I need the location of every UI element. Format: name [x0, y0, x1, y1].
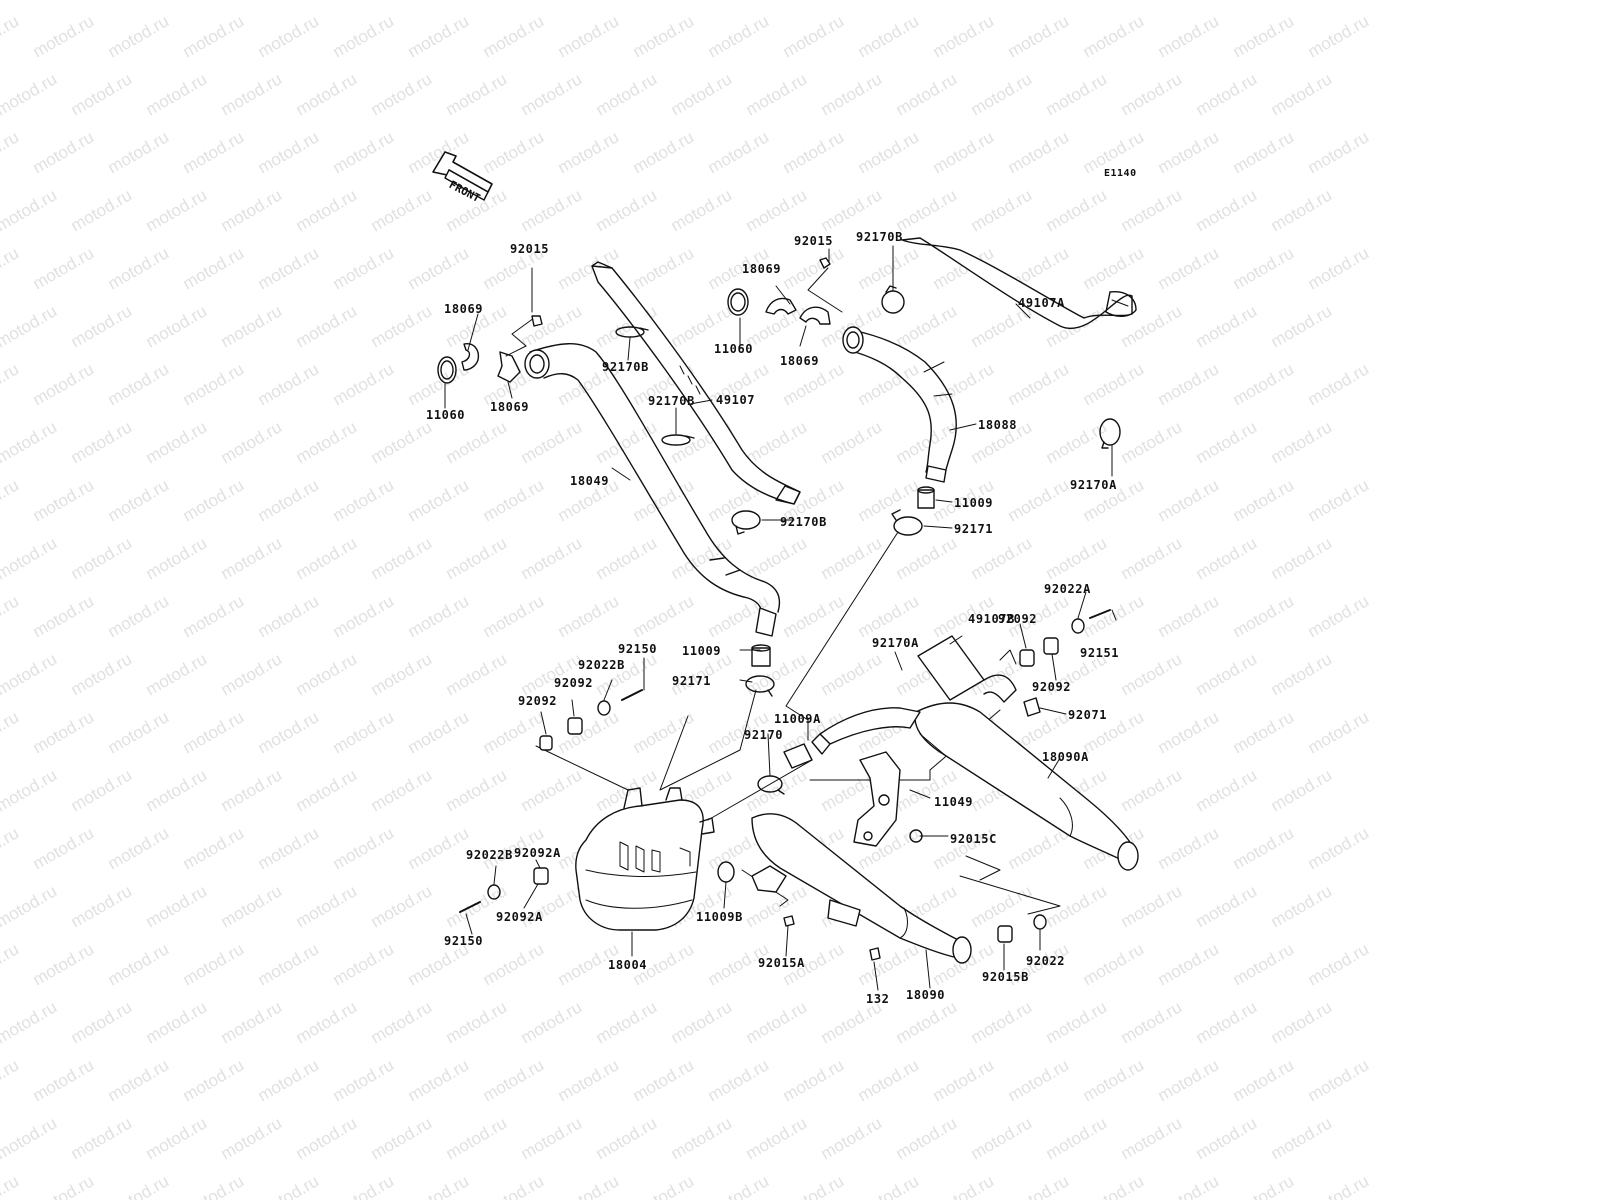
- part-label-18069: 18069: [742, 262, 782, 276]
- leader-lines: [535, 531, 1061, 915]
- part-label-92022B: 92022B: [578, 658, 625, 672]
- flange-left: [437, 315, 543, 384]
- part-label-92092: 92092: [554, 676, 594, 690]
- part-label-92151: 92151: [1080, 646, 1120, 660]
- clamp-92170B-right: [881, 285, 905, 314]
- heat-cover-49107: [591, 261, 801, 505]
- part-label-92092A: 92092A: [496, 910, 543, 924]
- sleeve-11009-lower: [751, 644, 771, 667]
- hardware-right: [717, 609, 1111, 961]
- part-label-11049: 11049: [934, 795, 974, 809]
- part-label-18088: 18088: [978, 418, 1018, 432]
- part-label-92170A: 92170A: [872, 636, 919, 650]
- part-label-11009B: 11009B: [696, 910, 743, 924]
- silencer-18090A: [811, 702, 1139, 871]
- silencer-18090: [751, 813, 972, 964]
- sleeve-11009-upper: [917, 486, 935, 509]
- diagram-code: E1140: [1104, 168, 1137, 179]
- clamp-92171-lower: [745, 675, 775, 697]
- part-label-18069: 18069: [444, 302, 484, 316]
- part-label-92170B: 92170B: [602, 360, 649, 374]
- part-label-92092: 92092: [1032, 680, 1072, 694]
- label-leaders: [444, 245, 1117, 991]
- part-label-18069: 18069: [490, 400, 530, 414]
- part-label-92022: 92022: [1026, 954, 1066, 968]
- part-label-92150: 92150: [444, 934, 484, 948]
- part-label-11009: 11009: [682, 644, 722, 658]
- part-label-92071: 92071: [1068, 708, 1108, 722]
- part-label-18004: 18004: [608, 958, 648, 972]
- part-label-11060: 11060: [426, 408, 466, 422]
- part-label-49107B: 49107B: [968, 612, 1015, 626]
- part-label-92015A: 92015A: [758, 956, 805, 970]
- part-label-92022B: 92022B: [466, 848, 513, 862]
- part-label-49107A: 49107A: [1018, 296, 1065, 310]
- part-label-92015C: 92015C: [950, 832, 997, 846]
- part-label-18090: 18090: [906, 988, 946, 1002]
- part-label-92171: 92171: [954, 522, 994, 536]
- part-label-11009A: 11009A: [774, 712, 821, 726]
- clamp-92170B-upper-2: [661, 434, 695, 446]
- part-label-92092: 92092: [998, 612, 1038, 626]
- part-label-92092: 92092: [518, 694, 558, 708]
- part-label-92022A: 92022A: [1044, 582, 1091, 596]
- part-label-92170B: 92170B: [780, 515, 827, 529]
- grommets-left: [459, 689, 643, 913]
- part-label-11060: 11060: [714, 342, 754, 356]
- clamp-92171-upper: [891, 509, 923, 536]
- part-label-11009: 11009: [954, 496, 994, 510]
- heat-cover-49107B: [917, 635, 1017, 703]
- part-label-18049: 18049: [570, 474, 610, 488]
- part-label-92015: 92015: [794, 234, 834, 248]
- header-pipe-18088: [842, 326, 957, 483]
- clamp-92170B-lower: [731, 510, 761, 535]
- part-label-92150: 92150: [618, 642, 658, 656]
- part-label-49107: 49107: [716, 393, 756, 407]
- part-label-92170B: 92170B: [648, 394, 695, 408]
- part-label-92171: 92171: [672, 674, 712, 688]
- part-label-92170B: 92170B: [856, 230, 903, 244]
- ring-11060-right: [727, 288, 749, 316]
- part-label-18069: 18069: [780, 354, 820, 368]
- part-label-92015: 92015: [510, 242, 550, 256]
- sleeve-11009A: [783, 743, 813, 769]
- heat-cover-49107A: [901, 237, 1137, 329]
- part-label-132: 132: [866, 992, 890, 1006]
- header-pipe-18049: [524, 343, 781, 637]
- clamp-92170A-right: [1099, 418, 1121, 449]
- part-label-92015B: 92015B: [982, 970, 1029, 984]
- part-label-92170A: 92170A: [1070, 478, 1117, 492]
- clamp-92170B-upper-1: [615, 326, 649, 338]
- part-label-92170: 92170: [744, 728, 784, 742]
- part-label-92092A: 92092A: [514, 846, 561, 860]
- muffler-18004: [575, 787, 715, 931]
- bracket-11049: [853, 751, 901, 847]
- front-arrow-icon: [432, 151, 493, 201]
- part-label-18090A: 18090A: [1042, 750, 1089, 764]
- flange-right: [765, 257, 843, 325]
